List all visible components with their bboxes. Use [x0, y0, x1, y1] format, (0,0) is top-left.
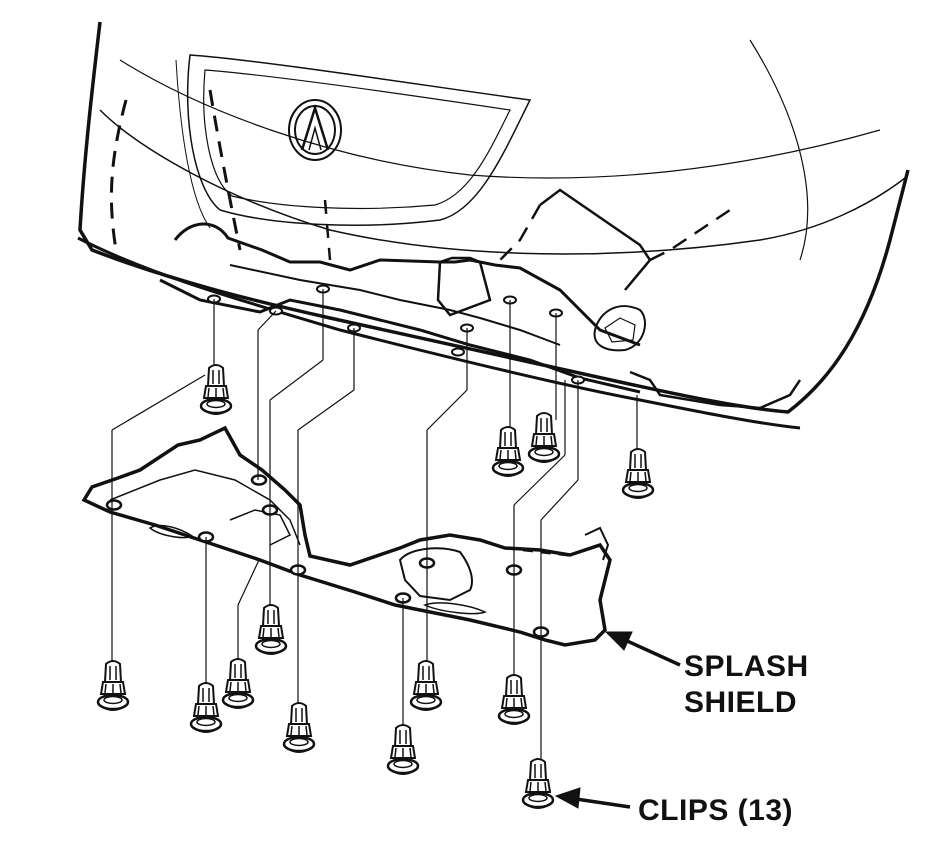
splash-shield-label-line1: SPLASH: [684, 650, 809, 683]
shield-hole: [250, 474, 268, 486]
clips-label: CLIPS (13): [638, 794, 794, 827]
push-clip-icon: [282, 701, 316, 754]
undertray-mid: [229, 264, 561, 346]
splash-shield: [81, 425, 612, 647]
shield-hole: [105, 499, 123, 511]
push-clip-icon: [221, 657, 255, 710]
bumper-dash-left: [109, 99, 128, 251]
splash-shield-right-tab: [584, 526, 610, 561]
push-clip-icon: [96, 659, 130, 712]
splash-shield-rib: [229, 509, 292, 546]
bumper-assembly: [77, 21, 910, 430]
headlight-edge: [749, 39, 809, 261]
acura-logo-icon: [288, 99, 342, 161]
bumper-clip-holes: [207, 284, 585, 385]
right-frame: [539, 188, 652, 291]
splash-shield-dash: [504, 546, 576, 558]
undertray-frame-lower: [159, 278, 641, 394]
push-clip-icon: [491, 425, 525, 478]
bumper-dash-center: [208, 89, 242, 251]
bumper-outer-contour: [78, 21, 910, 414]
push-clip-icon: [521, 757, 555, 810]
undertray-frame: [173, 222, 641, 347]
right-dash: [499, 204, 542, 261]
splash-shield-label-line2: SHIELD: [684, 686, 798, 719]
leader-arrow-icon: [554, 787, 631, 809]
push-clip-icon: [409, 659, 443, 712]
push-clip-icon: [621, 447, 655, 500]
grille-outline: [186, 54, 532, 226]
splash-shield-outline: [81, 425, 612, 647]
bumper-dash-center2: [323, 199, 332, 261]
bumper-inner-edge: [99, 109, 906, 255]
splash-shield-slot-2: [422, 602, 487, 615]
hood-edge: [119, 59, 881, 179]
grille-bar: [175, 59, 211, 229]
splash-shield-inner-ridge: [109, 469, 301, 546]
push-clip-icon: [254, 603, 288, 656]
splash-shield-slot: [148, 524, 194, 539]
grille-inner: [203, 69, 511, 210]
fog-lamp: [593, 305, 646, 352]
push-clip-icon: [386, 723, 420, 776]
leader-arrow-icon: [604, 631, 681, 667]
bumper-hole: [451, 347, 465, 357]
push-clip-icon: [527, 411, 561, 464]
center-block: [436, 256, 492, 317]
leader-lines: [111, 289, 638, 760]
right-dash2: [649, 208, 731, 262]
fog-lamp-inner: [604, 317, 636, 343]
push-clip-icon: [497, 673, 531, 726]
right-lower-lip: [629, 370, 802, 410]
push-clip-icon: [189, 681, 223, 734]
splash-shield-raised-panel: [398, 547, 473, 602]
push-clip-icon: [199, 363, 233, 416]
